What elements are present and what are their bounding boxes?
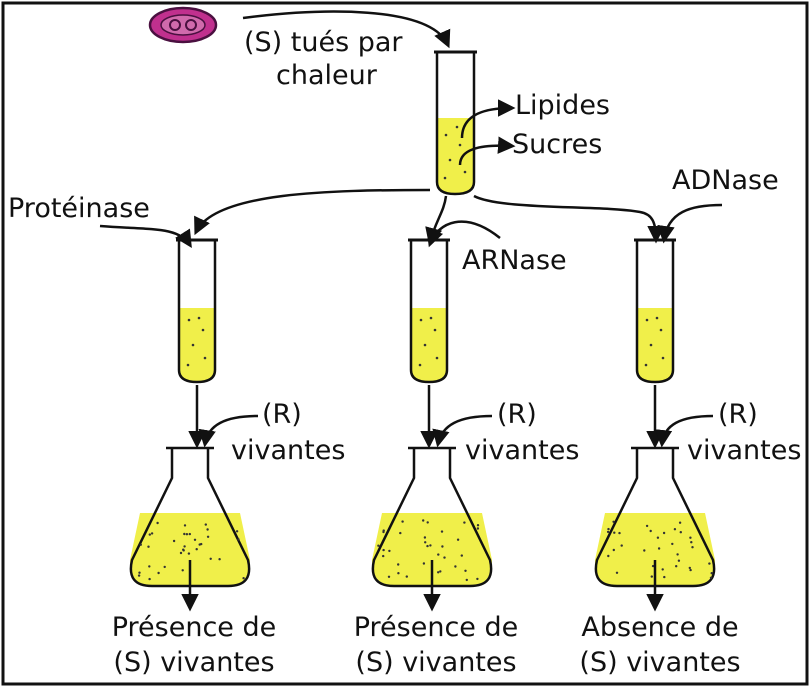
result-1-line2: (S) vivantes (113, 647, 274, 678)
live-r-arrow-1 (198, 414, 259, 448)
heat-kill-arrow (242, 10, 451, 49)
live-r-label-3-line1: (R) (718, 399, 758, 430)
rnase-label: ARNase (462, 245, 567, 276)
treated-test-tube-1 (176, 238, 218, 384)
live-r-label-2-line1: (R) (497, 399, 537, 430)
source-test-tube (434, 50, 477, 196)
result-2-line2: (S) vivantes (355, 647, 516, 678)
proteinase-label: Protéinase (8, 193, 150, 224)
heat-killed-label-line2: chaleur (276, 60, 378, 91)
proteinase-arrow (99, 224, 192, 248)
dnase-arrow (657, 203, 723, 244)
live-r-arrow-3 (654, 414, 714, 448)
sugars-label: Sucres (512, 129, 602, 160)
live-r-arrow-2 (432, 414, 493, 448)
treated-test-tube-3 (634, 238, 676, 384)
live-r-label-2-line2: vivantes (465, 435, 579, 466)
result-2-line1: Présence de (354, 612, 519, 643)
rnase-arrow (426, 220, 501, 248)
dnase-label: ADNase (672, 165, 779, 196)
treated-test-tube-2 (408, 238, 450, 384)
branch-arrow-left (194, 188, 431, 236)
live-r-label-1-line1: (R) (262, 399, 302, 430)
branch-arrow-right (473, 194, 665, 244)
lipids-arrow (460, 99, 516, 139)
result-1-line1: Présence de (112, 612, 277, 643)
result-3-line2: (S) vivantes (579, 647, 740, 678)
result-3-line1: Absence de (581, 612, 738, 643)
sugars-arrow (458, 136, 516, 166)
lipids-label: Lipides (515, 90, 610, 121)
live-r-label-3-line2: vivantes (687, 435, 801, 466)
heat-killed-label-line1: (S) tués par (244, 27, 403, 58)
branch-arrow-middle (425, 195, 448, 246)
live-r-label-1-line2: vivantes (231, 435, 345, 466)
bacterium-icon (148, 6, 218, 44)
